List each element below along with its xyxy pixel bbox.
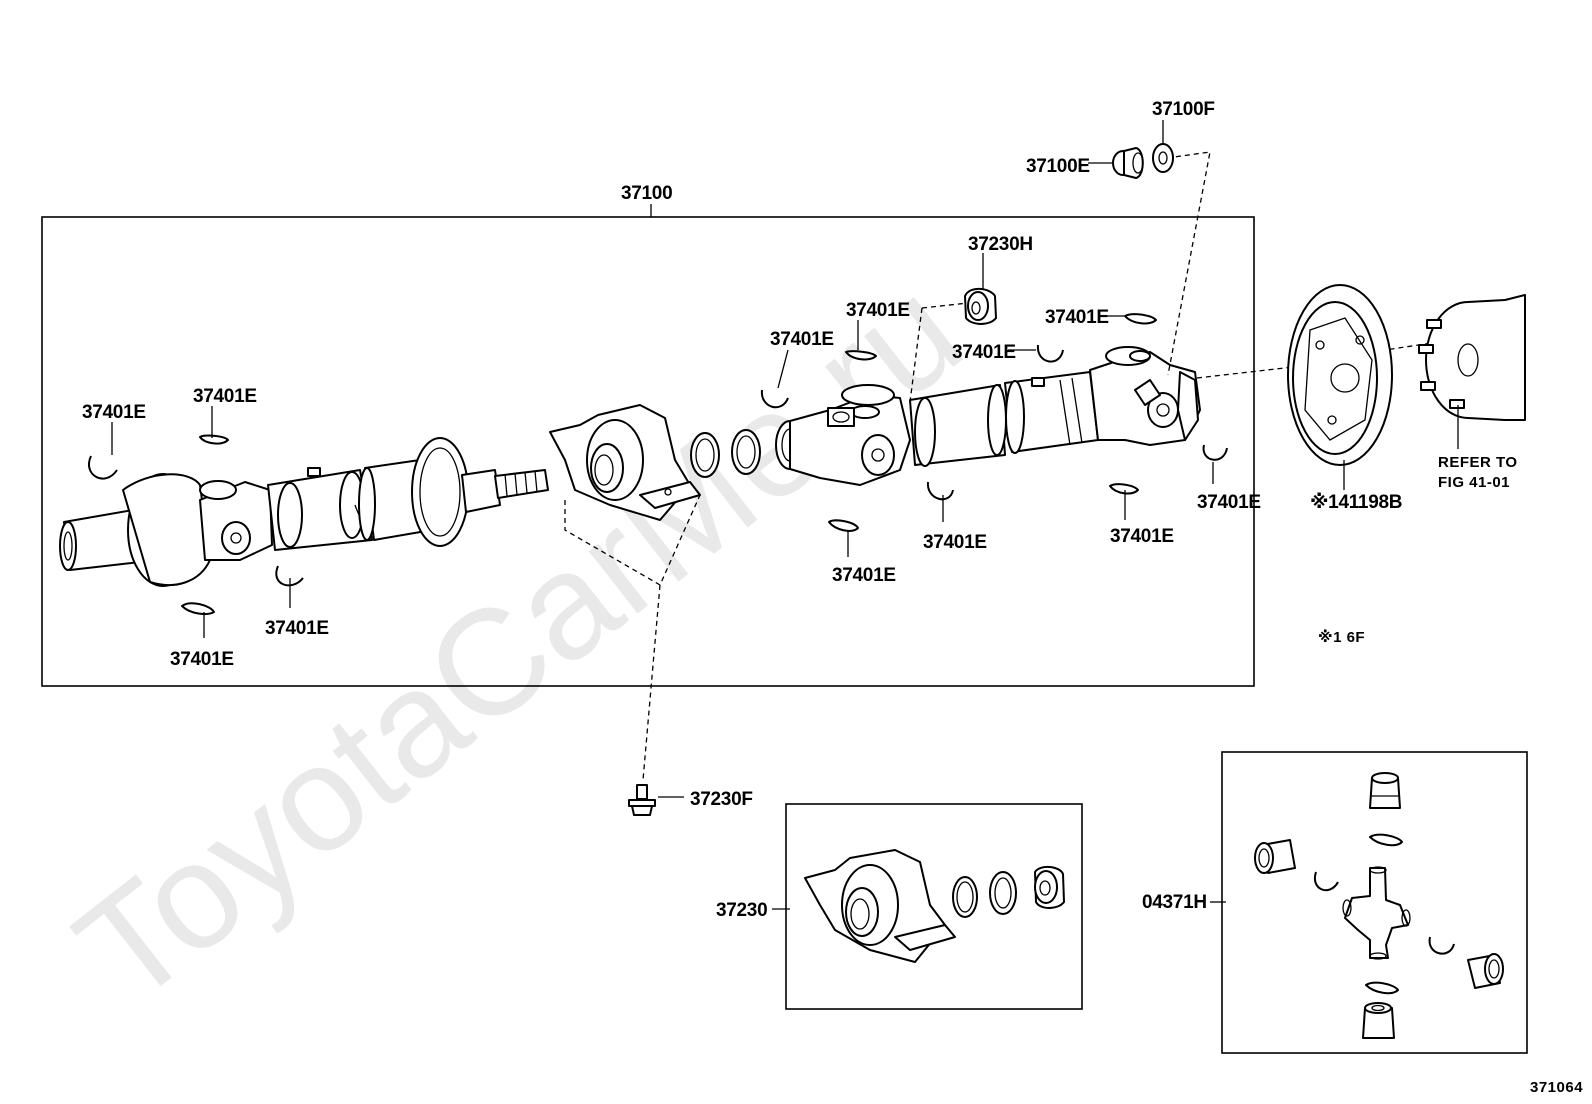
snap-rings xyxy=(88,313,1228,615)
label-37401e-2[interactable]: 37401E xyxy=(1045,307,1109,328)
label-37230f[interactable]: 37230F xyxy=(690,789,753,810)
flange-41198b xyxy=(1287,284,1526,466)
label-37401e-3[interactable]: 37401E xyxy=(770,329,834,350)
diagram-id: 371064 xyxy=(1530,1079,1583,1096)
refer-to-line1: REFER TO xyxy=(1438,454,1518,471)
leader-lines xyxy=(111,120,1214,798)
center-bearing-main xyxy=(549,404,761,521)
cushion-37230h xyxy=(964,287,997,325)
spider-kit-detail xyxy=(1254,772,1504,1039)
label-04371h[interactable]: 04371H xyxy=(1142,892,1207,913)
label-37100[interactable]: 37100 xyxy=(621,183,673,204)
bolt-37230f xyxy=(628,784,656,816)
label-37401e-9[interactable]: 37401E xyxy=(923,532,987,553)
assembly-frame xyxy=(41,216,1255,687)
label-41198b[interactable]: ※141198B xyxy=(1310,492,1402,513)
label-37401e-11[interactable]: 37401E xyxy=(265,618,329,639)
label-37401e-6[interactable]: 37401E xyxy=(82,402,146,423)
washer-37100f xyxy=(1152,143,1174,173)
detail-box-37230 xyxy=(785,803,1083,1010)
refer-to-line2: FIG 41-01 xyxy=(1438,474,1510,491)
label-37401e-12[interactable]: 37401E xyxy=(170,649,234,670)
label-37401e-10[interactable]: 37401E xyxy=(832,565,896,586)
label-37401e-5[interactable]: 37401E xyxy=(193,386,257,407)
label-37230[interactable]: 37230 xyxy=(716,900,768,921)
label-37230h[interactable]: 37230H xyxy=(968,234,1033,255)
center-bearing-detail xyxy=(804,849,1065,963)
nut-37100e xyxy=(1112,147,1144,179)
footnote: ※1 6F xyxy=(1318,628,1365,646)
label-37100f[interactable]: 37100F xyxy=(1152,99,1215,120)
front-shaft xyxy=(59,437,549,587)
rear-shaft xyxy=(775,346,1201,486)
label-37100e[interactable]: 37100E xyxy=(1026,156,1090,177)
label-37401e-1[interactable]: 37401E xyxy=(846,300,910,321)
label-37401e-4[interactable]: 37401E xyxy=(952,342,1016,363)
label-37401e-8[interactable]: 37401E xyxy=(1110,526,1174,547)
label-37401e-7[interactable]: 37401E xyxy=(1197,492,1261,513)
